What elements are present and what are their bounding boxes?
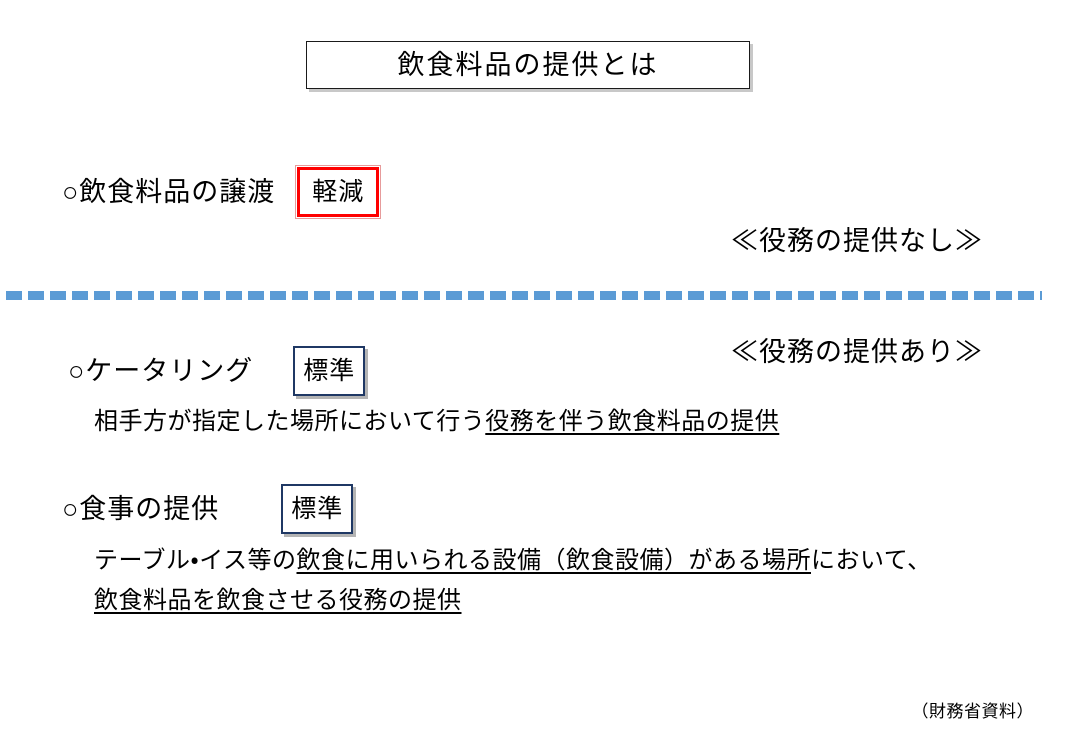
page-title-box: 飲食料品の提供とは <box>306 41 750 89</box>
section-transfer-label: ○飲食料品の譲渡 <box>62 176 276 207</box>
section-catering-row: ○ケータリング 標準 <box>68 346 366 396</box>
section-meal-label: ○食事の提供 <box>62 493 220 524</box>
meal-desc-line1-suffix: において、 <box>811 548 932 574</box>
badge-standard-rate-catering: 標準 <box>293 346 366 396</box>
catering-desc-prefix: 相手方が指定した場所において行う <box>94 409 486 435</box>
source-attribution: （財務省資料） <box>911 702 1034 721</box>
dashed-divider <box>6 291 1042 300</box>
badge-reduced-rate: 軽減 <box>295 165 382 219</box>
section-catering-description: 相手方が指定した場所において行う役務を伴う飲食料品の提供 <box>94 407 779 437</box>
section-catering-label: ○ケータリング <box>68 355 254 386</box>
meal-desc-line2-underlined: 飲食料品を飲食させる役務の提供 <box>94 588 462 614</box>
catering-desc-underlined: 役務を伴う飲食料品の提供 <box>485 409 780 435</box>
section-meal-row: ○食事の提供 標準 <box>62 484 354 534</box>
meal-desc-line1-prefix: テーブル・イス等の <box>94 548 297 574</box>
section-meal-description-line2: 飲食料品を飲食させる役務の提供 <box>94 586 462 616</box>
meal-desc-line1-underlined: 飲食に用いられる設備（飲食設備）がある場所 <box>296 548 811 574</box>
annotation-with-service: ≪役務の提供あり≫ <box>731 337 983 367</box>
badge-standard-rate-meal: 標準 <box>281 484 354 534</box>
section-transfer-row: ○飲食料品の譲渡 軽減 <box>62 165 382 219</box>
section-meal-description-line1: テーブル・イス等の飲食に用いられる設備（飲食設備）がある場所において、 <box>94 546 932 576</box>
annotation-no-service: ≪役務の提供なし≫ <box>731 226 983 256</box>
page-title: 飲食料品の提供とは <box>397 49 659 80</box>
